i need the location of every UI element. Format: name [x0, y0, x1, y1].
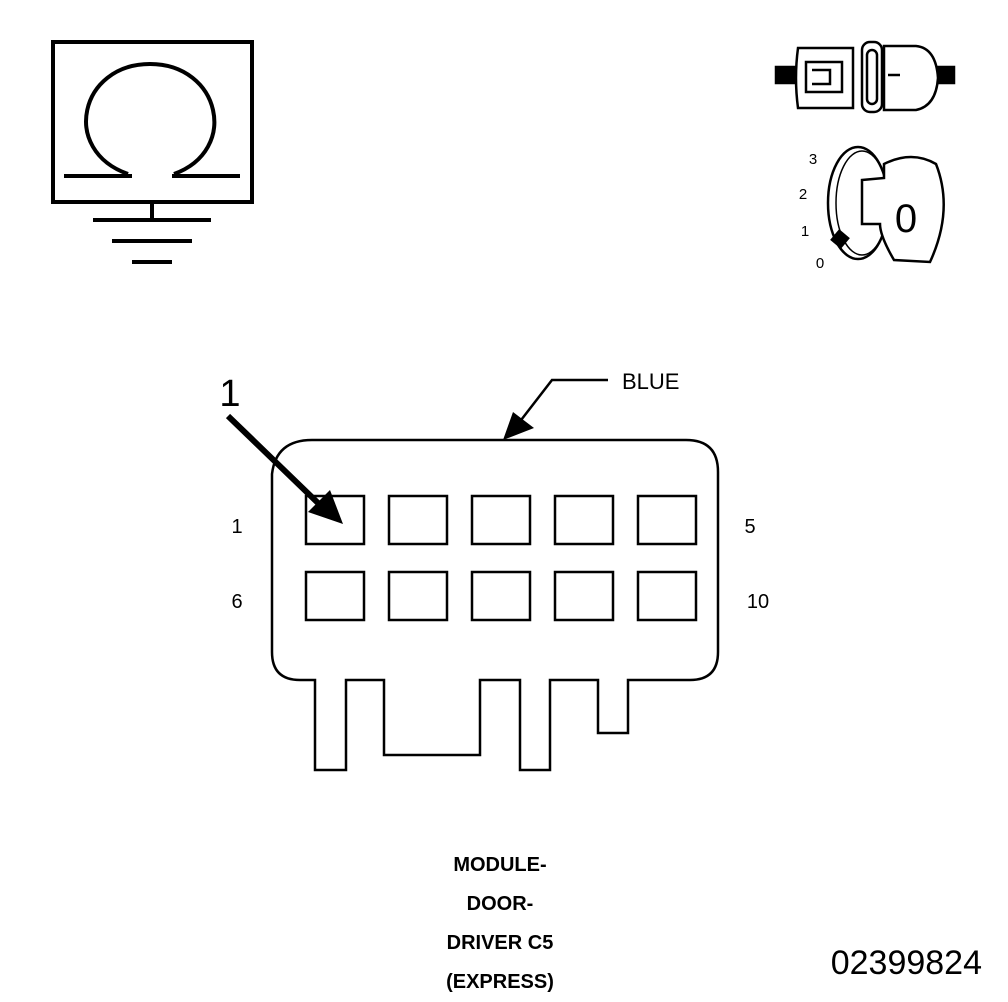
connector-color-label: BLUE	[622, 369, 679, 394]
pin-cavity	[304, 570, 366, 622]
ignition-position-label: 0	[816, 255, 824, 272]
ignition-position-label: 2	[799, 186, 807, 203]
caption-line: DRIVER C5	[446, 932, 554, 954]
pin-cavity	[636, 494, 698, 546]
caption-line: DOOR-	[466, 893, 534, 915]
caption-line: (EXPRESS)	[446, 971, 554, 993]
connector-pin-grid	[304, 494, 698, 622]
ignition-key-label: 0	[895, 197, 917, 241]
connector-caption: MODULE- DOOR- DRIVER C5 (EXPRESS)	[380, 846, 620, 1002]
pin-label-top-left: 1	[231, 516, 242, 538]
pin-cavity	[553, 494, 615, 546]
ignition-key-icon	[826, 145, 945, 264]
pin-label-top-right: 5	[744, 516, 755, 538]
pin-cavity	[387, 570, 449, 622]
ohmmeter-ground-icon	[51, 40, 254, 264]
pin-cavity	[553, 570, 615, 622]
color-leader-arrow	[503, 378, 608, 440]
pin-label-bottom-left: 6	[231, 591, 242, 613]
pin-cavity	[636, 570, 698, 622]
connector-disconnect-icon	[774, 40, 956, 114]
callout-number: 1	[219, 373, 240, 415]
callout-arrow	[225, 413, 343, 524]
connector-body	[270, 438, 720, 772]
pin-cavity	[470, 570, 532, 622]
figure-id: 02399824	[830, 944, 982, 982]
pin-label-bottom-right: 10	[747, 591, 769, 613]
ignition-position-label: 1	[801, 223, 809, 240]
pin-cavity	[470, 494, 532, 546]
caption-line: MODULE-	[453, 854, 547, 876]
ignition-position-label: 3	[809, 151, 817, 168]
pin-cavity	[387, 494, 449, 546]
